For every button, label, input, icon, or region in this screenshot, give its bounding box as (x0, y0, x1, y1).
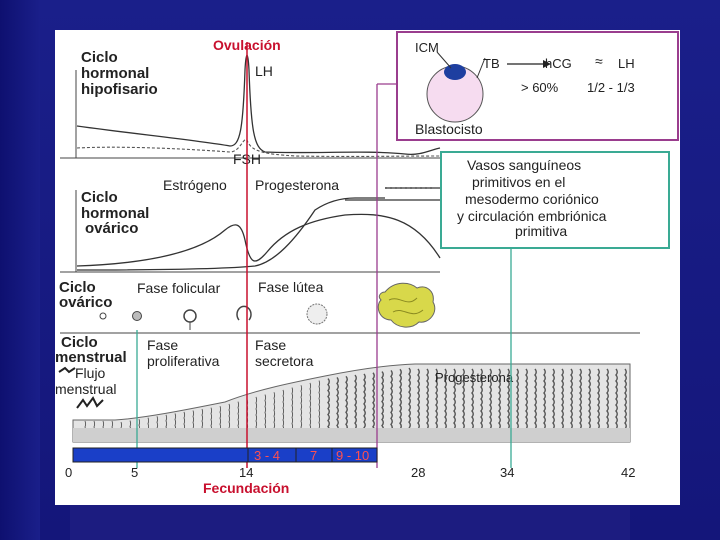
label-secretory-line2: secretora (255, 353, 314, 369)
icm-icon (444, 64, 466, 80)
slide-decoration-left (0, 0, 40, 540)
tick-34: 34 (500, 465, 514, 480)
tick-28: 28 (411, 465, 425, 480)
diagram-panel: Ciclo hormonal hipofisario Ovulación LH … (55, 30, 680, 505)
label-tb: TB (483, 56, 500, 71)
label-secretory-line1: Fase (255, 337, 286, 353)
label-proliferative-line1: Fase (147, 337, 178, 353)
label-follicular-phase: Fase folicular (137, 280, 221, 296)
label-percent: > 60% (521, 80, 559, 95)
timeline-label-7: 7 (310, 448, 317, 463)
vessels-line-5: primitiva (515, 223, 567, 239)
label-ovarian-cycle-line2: ovárico (59, 294, 112, 311)
label-ovarian-hormonal-line1: Ciclo (81, 189, 118, 206)
label-approx: ≈ (595, 53, 603, 69)
label-icm: ICM (415, 40, 439, 55)
label-luteal-phase: Fase lútea (258, 279, 324, 295)
endometrial-glands (85, 368, 626, 434)
follicle-3 (184, 310, 196, 322)
corpus-luteum (378, 283, 435, 327)
menstrual-cycle-diagram: Ciclo hormonal hipofisario Ovulación LH … (55, 30, 680, 505)
flow-mark-icon (59, 368, 75, 372)
label-menstrual-cycle-line2: menstrual (55, 349, 127, 366)
label-hcg: hCG (545, 56, 572, 71)
label-ratio: 1/2 - 1/3 (587, 80, 635, 95)
label-fertilization: Fecundación (203, 480, 289, 496)
label-box-lh: LH (618, 56, 635, 71)
timeline-label-9-10: 9 - 10 (336, 448, 369, 463)
label-blastocyst: Blastocisto (415, 121, 483, 137)
label-pituitary-line1: Ciclo (81, 49, 118, 66)
tick-14: 14 (239, 465, 253, 480)
vessels-line-1: Vasos sanguíneos (467, 157, 581, 173)
label-ovarian-hormonal-line3: ovárico (85, 220, 138, 237)
shed-tissue-icon (77, 398, 103, 408)
label-pituitary-line3: hipofisario (81, 81, 158, 98)
tick-42: 42 (621, 465, 635, 480)
vessels-line-3: mesodermo coriónico (465, 191, 599, 207)
follicle-2 (133, 312, 142, 321)
tick-5: 5 (131, 465, 138, 480)
tick-0: 0 (65, 465, 72, 480)
label-lh: LH (255, 63, 273, 79)
ruptured-follicle (237, 306, 251, 320)
label-pituitary-line2: hormonal (81, 65, 149, 82)
endometrium-base (73, 428, 630, 442)
timeline-bar-proliferative (73, 448, 248, 462)
label-menstrual-flow-line1: Flujo (75, 365, 106, 381)
vessels-line-4: y circulación embriónica (457, 208, 607, 224)
label-progesterone: Progesterona (255, 177, 339, 193)
timeline-label-3-4: 3 - 4 (254, 448, 280, 463)
slide-decoration-bottom (70, 505, 630, 540)
label-proliferative-line2: proliferativa (147, 353, 220, 369)
follicle-1 (100, 313, 106, 319)
corpus-luteum-early (307, 304, 327, 324)
vessels-line-2: primitivos en el (472, 174, 565, 190)
label-progesterone-endometrium: Progesterona (435, 370, 514, 385)
label-estrogen: Estrógeno (163, 177, 227, 193)
label-menstrual-flow-line2: menstrual (55, 381, 116, 397)
